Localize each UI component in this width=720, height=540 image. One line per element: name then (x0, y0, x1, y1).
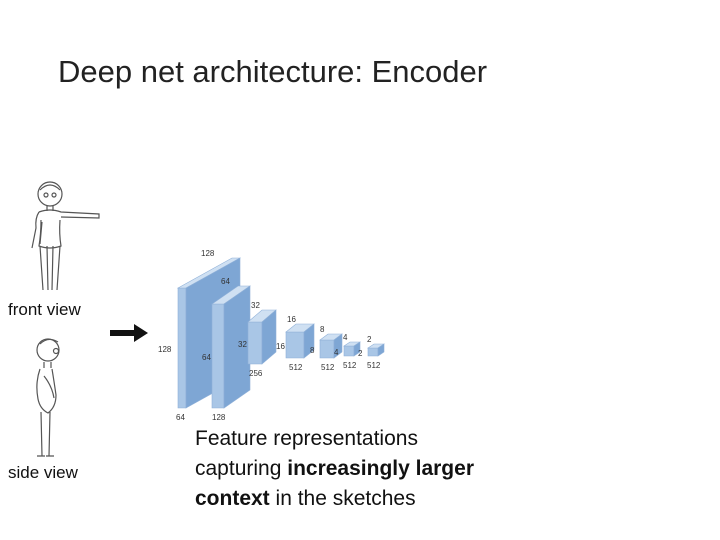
encoder-block-3 (247, 309, 277, 365)
caption-line-3-bold: context (195, 487, 270, 510)
block-4-width-label: 16 (287, 315, 296, 324)
block-7-width-label: 2 (367, 335, 372, 344)
encoder-diagram: 1281286464641283232256161651288512445122… (158, 249, 385, 420)
front-view-sketch (31, 181, 100, 291)
block-3-depth-label: 256 (249, 369, 263, 378)
caption: Feature representations capturing increa… (195, 424, 474, 514)
encoder-block-6 (343, 341, 361, 357)
block-4-depth-label: 512 (289, 363, 303, 372)
encoder-block-2 (211, 285, 251, 409)
caption-line-2-plain: capturing (195, 457, 288, 480)
block-2-height-label: 64 (202, 353, 211, 362)
block-4-height-label: 16 (276, 342, 285, 351)
block-6-height-label: 4 (334, 348, 339, 357)
arrow-right-icon (110, 324, 148, 342)
block-5-depth-label: 512 (321, 363, 335, 372)
caption-line-2-bold: increasingly larger (287, 457, 474, 480)
encoder-block-4 (285, 323, 315, 359)
encoder-block-5 (319, 333, 343, 359)
block-6-width-label: 4 (343, 333, 348, 342)
block-5-height-label: 8 (310, 346, 315, 355)
slide-title: Deep net architecture: Encoder (58, 54, 488, 89)
encoder-block-7 (367, 343, 385, 357)
caption-line-2: capturing increasingly larger (195, 454, 474, 484)
side-view-sketch (36, 338, 60, 457)
front-view-label: front view (8, 300, 81, 319)
block-1-height-label: 128 (158, 345, 172, 354)
caption-line-3-plain: in the sketches (269, 487, 416, 510)
block-3-height-label: 32 (238, 340, 247, 349)
block-2-depth-label: 128 (212, 413, 226, 420)
block-2-width-label: 64 (221, 277, 230, 286)
caption-line-3: context in the sketches (195, 484, 474, 514)
block-6-depth-label: 512 (343, 361, 357, 370)
block-1-width-label: 128 (201, 249, 215, 258)
block-5-width-label: 8 (320, 325, 325, 334)
caption-line-1: Feature representations (195, 427, 418, 450)
side-view-label: side view (8, 463, 78, 482)
block-1-depth-label: 64 (176, 413, 185, 420)
block-7-height-label: 2 (358, 349, 363, 358)
block-7-depth-label: 512 (367, 361, 381, 370)
block-3-width-label: 32 (251, 301, 260, 310)
